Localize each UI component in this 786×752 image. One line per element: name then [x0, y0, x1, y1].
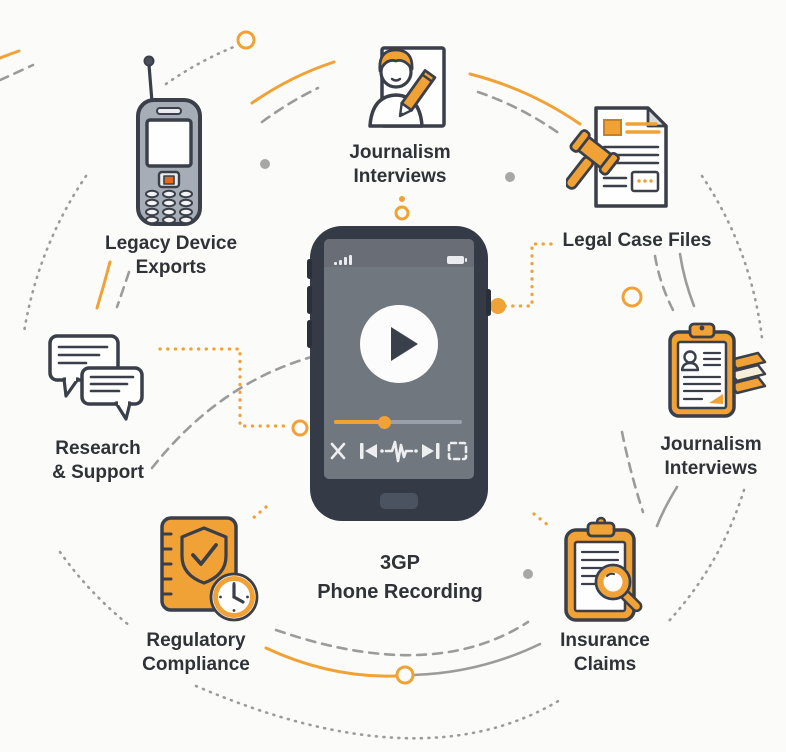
journalist-writing-icon [368, 46, 446, 128]
node-label-line: Research [55, 438, 141, 459]
node-label-line: Regulatory [146, 630, 246, 651]
gray-dashed-arc-segments [0, 63, 676, 657]
legacy-phone-icon [136, 55, 202, 226]
phone-side-button [486, 289, 491, 316]
node-label-line: Exports [135, 257, 207, 278]
gray-dotted-arc-segments [22, 44, 764, 740]
home-button [380, 493, 418, 509]
play-button [360, 305, 438, 383]
phone-side-button [307, 259, 312, 279]
signal-bars-icon [334, 255, 352, 265]
play-icon [391, 327, 418, 361]
phone-screen [324, 239, 474, 479]
next-track-icon [422, 443, 440, 459]
center-title-line1: 3GP [379, 552, 421, 574]
battery-icon [447, 256, 467, 264]
phone-side-button [307, 286, 312, 314]
gray-solid-arc-segments [411, 252, 696, 677]
waveform-icon [380, 440, 418, 463]
progress-fill [334, 420, 384, 424]
node-label-line: Claims [573, 654, 637, 675]
accent-rings-and-dots [236, 30, 643, 685]
phone-side-button [307, 320, 312, 348]
node-label-line: Interviews [353, 166, 447, 187]
center-title-line2: Phone Recording [317, 581, 483, 603]
chat-bubbles-icon [48, 334, 144, 421]
compliance-book-clock-icon [160, 516, 259, 622]
loop-icon [447, 441, 468, 461]
orange-dotted-connectors [158, 242, 558, 528]
node-label-line: Interviews [664, 458, 758, 479]
node-label-line: Journalism [660, 434, 762, 455]
clipboard-person-icon [668, 322, 767, 418]
clipboard-magnifier-icon [564, 516, 643, 622]
close-icon [330, 442, 346, 460]
legal-document-gavel-icon [566, 106, 668, 208]
node-label-line: & Support [52, 462, 144, 483]
progress-knob [378, 416, 391, 429]
smartphone-illustration [307, 226, 491, 521]
keypad [145, 189, 193, 225]
node-label-line: Journalism [349, 142, 451, 163]
orange-arc-segments [0, 49, 582, 678]
previous-track-icon [360, 443, 377, 459]
node-label-line: Legacy Device [104, 233, 238, 254]
progress-bar [334, 416, 462, 429]
player-controls [324, 434, 474, 468]
node-label-line: Compliance [142, 654, 250, 675]
node-label-line: Legal Case Files [562, 230, 712, 251]
node-label-line: Insurance [560, 630, 650, 651]
center-title: 3GP Phone Recording [290, 549, 510, 607]
